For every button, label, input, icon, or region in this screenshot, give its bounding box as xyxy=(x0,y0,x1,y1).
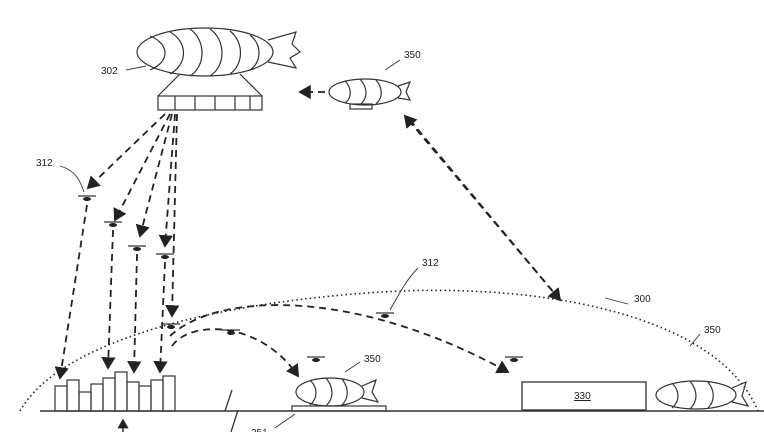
uav-icon xyxy=(162,323,180,329)
road-break xyxy=(230,409,239,432)
uav-icon xyxy=(376,312,394,318)
label-312-mid: 312 xyxy=(422,258,439,269)
label-330: 330 xyxy=(574,391,591,402)
airship-icon xyxy=(328,78,412,110)
coverage-area-boundary xyxy=(19,289,759,412)
label-350-right: 350 xyxy=(704,325,721,336)
building-icon xyxy=(54,371,176,412)
uav-icon xyxy=(128,245,146,251)
label-300: 300 xyxy=(634,294,651,305)
uav-icon xyxy=(156,253,174,259)
facility-box xyxy=(521,381,647,411)
airship-icon xyxy=(136,27,301,111)
airship-icon xyxy=(655,380,750,410)
label-350-top: 350 xyxy=(404,50,421,61)
road-break xyxy=(224,389,233,412)
airship-icon xyxy=(291,377,387,412)
label-302: 302 xyxy=(101,66,118,77)
uav-icon xyxy=(307,356,325,362)
uav-icon xyxy=(78,195,96,201)
label-350-center: 350 xyxy=(364,354,381,365)
uav-icon xyxy=(505,356,523,362)
label-351: 351 xyxy=(251,428,268,432)
uav-icon xyxy=(104,221,122,227)
label-312-left: 312 xyxy=(36,158,53,169)
